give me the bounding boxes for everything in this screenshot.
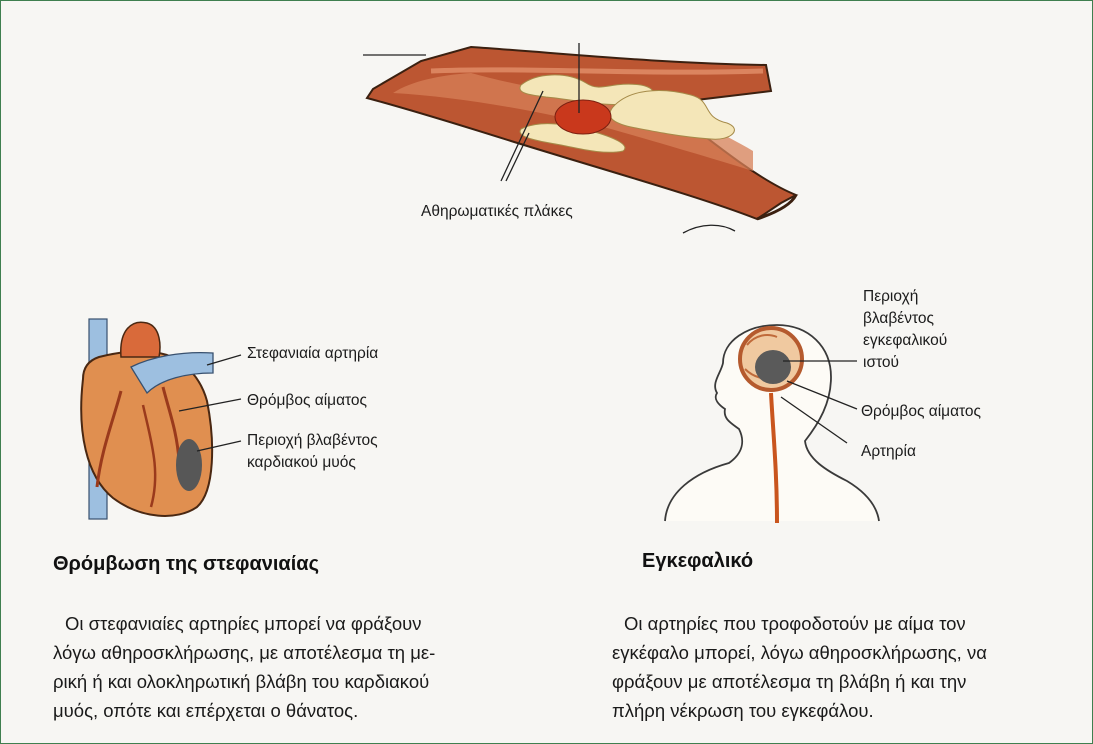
brain-heading: Εγκεφαλικό — [642, 550, 753, 573]
aorta — [121, 322, 160, 357]
artery-clot — [555, 100, 611, 134]
brain-damage-area — [755, 350, 791, 384]
brain-paragraph-line: φράξουν με αποτέλεσμα τη βλάβη ή και την — [612, 667, 1080, 696]
brain-paragraph-line: Οι αρτηρίες που τροφοδοτούν με αίμα τον — [612, 609, 1080, 638]
brain-artery-label: Αρτηρία — [861, 442, 916, 461]
brain-damage-label-line3: εγκεφαλικού — [863, 331, 947, 350]
heart-clot-label: Θρόμβος αίματος — [247, 391, 367, 410]
heart-illustration — [81, 319, 241, 519]
brain-damage-label-line4: ιστού — [863, 353, 899, 372]
heart-damage-label-line1: Περιοχή βλαβέντος — [247, 431, 378, 450]
heart-paragraph-line: μυός, οπότε και επέρχεται ο θάνατος. — [53, 696, 509, 725]
heart-paragraph-line: λόγω αθηροσκλήρωσης, με αποτέλεσμα τη με… — [53, 638, 509, 667]
brain-damage-label-line1: Περιοχή — [863, 287, 918, 306]
brain-paragraph-line: πλήρη νέκρωση του εγκεφάλου. — [612, 696, 1080, 725]
heart-heading: Θρόμβωση της στεφανιαίας — [53, 553, 319, 576]
heart-paragraph-line: Οι στεφανιαίες αρτηρίες μπορεί να φράξου… — [53, 609, 509, 638]
artery-inner-highlight — [431, 70, 763, 72]
heart-paragraph: Οι στεφανιαίες αρτηρίες μπορεί να φράξου… — [53, 609, 509, 725]
heart-paragraph-line: ρική ή και ολοκληρωτική βλάβη του καρδια… — [53, 667, 509, 696]
bottom-arc — [683, 225, 735, 233]
heart-damage-area — [176, 439, 202, 491]
head-illustration — [665, 325, 879, 523]
brain-paragraph: Οι αρτηρίες που τροφοδοτούν με αίμα τον … — [612, 609, 1080, 725]
heart-artery-label: Στεφανιαία αρτηρία — [247, 344, 378, 363]
heart-damage-label-line2: καρδιακού μυός — [247, 453, 356, 472]
brain-clot-label: Θρόμβος αίματος — [861, 402, 981, 421]
artery-plaques-label: Αθηρωματικές πλάκες — [421, 202, 573, 221]
brain-paragraph-line: εγκέφαλο μπορεί, λόγω αθηροσκλήρωσης, να — [612, 638, 1080, 667]
brain-damage-label-line2: βλαβέντος — [863, 309, 934, 328]
